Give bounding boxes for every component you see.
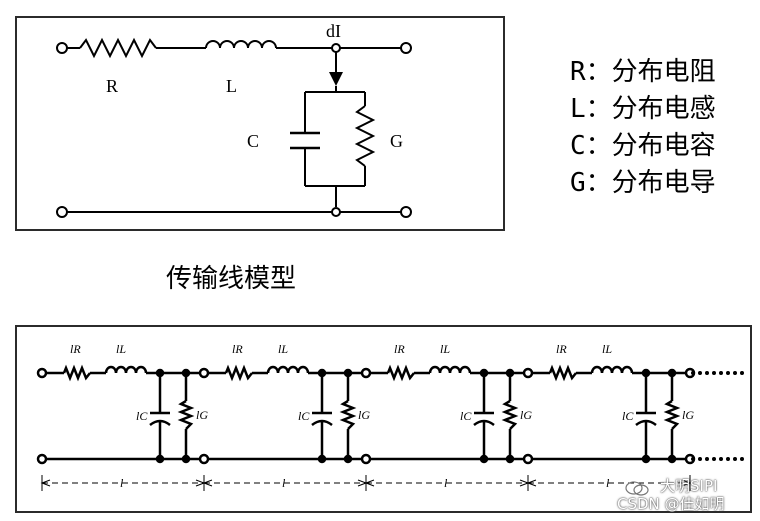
diagram-caption: 传输线模型 (166, 264, 297, 294)
label-section-r: lR (232, 342, 243, 356)
label-r: R (106, 76, 118, 96)
terminal (522, 367, 534, 379)
label-section-g: lG (196, 408, 208, 422)
section-resistor (548, 364, 577, 382)
section-resistor (62, 364, 91, 382)
watermark-line-2: CSDN @佳如明 (617, 495, 725, 513)
legend-item-g: G：分布电导 (570, 168, 716, 198)
terminal (198, 367, 210, 379)
current-arrow (329, 72, 343, 86)
label-section-l: lL (440, 342, 450, 356)
label-l: L (226, 76, 237, 96)
terminal-bottom-right (400, 206, 412, 218)
label-section-c: lC (460, 409, 472, 423)
legend-item-c: C：分布电容 (570, 131, 716, 161)
label-c: C (247, 131, 259, 151)
section-resistor (386, 364, 415, 382)
top-circuit (56, 37, 412, 218)
terminal-bottom-left (56, 206, 68, 218)
label-section-length: l (606, 476, 610, 490)
label-section-c: lC (622, 409, 634, 423)
section-conductance (663, 399, 681, 430)
resistor-r (79, 37, 157, 59)
continuation-dots (691, 371, 744, 461)
label-section-g: lG (358, 408, 370, 422)
section-conductance (177, 399, 195, 430)
section-inductor (266, 365, 310, 374)
label-section-r: lR (70, 342, 81, 356)
transmission-line-ladder-panel (15, 325, 752, 513)
legend-item-l: L：分布电感 (570, 94, 716, 124)
label-section-g: lG (520, 408, 532, 422)
terminal (522, 453, 534, 465)
label-section-l: lL (116, 342, 126, 356)
section-resistor (224, 364, 253, 382)
label-section-l: lL (602, 342, 612, 356)
section-inductor (590, 365, 634, 374)
legend-item-r: R：分布电阻 (570, 57, 716, 87)
label-section-r: lR (394, 342, 405, 356)
label-section-length: l (120, 476, 124, 490)
terminal-left-top (36, 367, 48, 379)
inductor-l (205, 40, 277, 49)
terminal-left-bottom (36, 453, 48, 465)
section-conductance (501, 399, 519, 430)
label-section-length: l (282, 476, 286, 490)
section-inductor (104, 365, 148, 374)
wechat-icon (625, 481, 649, 496)
label-section-r: lR (556, 342, 567, 356)
watermark-line-1: 大明SIPI (660, 477, 718, 495)
conductance-g (354, 105, 376, 167)
section-conductance (339, 399, 357, 430)
label-g: G (390, 131, 403, 151)
ladder-labels: lR lL lC lG l lR lL lC lG l lR lL lC lG l lR lL lC lG l (70, 342, 694, 490)
label-section-length: l (444, 476, 448, 490)
label-section-l: lL (278, 342, 288, 356)
section-inductor (428, 365, 472, 374)
terminal (360, 367, 372, 379)
terminal (198, 453, 210, 465)
label-section-c: lC (298, 409, 310, 423)
terminal (360, 453, 372, 465)
label-section-g: lG (682, 408, 694, 422)
label-di: dI (326, 21, 341, 41)
top-circuit-labels: R L dI C G (106, 21, 403, 151)
terminal-top-left (56, 42, 68, 54)
label-section-c: lC (136, 409, 148, 423)
ladder-network (36, 364, 696, 491)
terminal-top-right (400, 42, 412, 54)
